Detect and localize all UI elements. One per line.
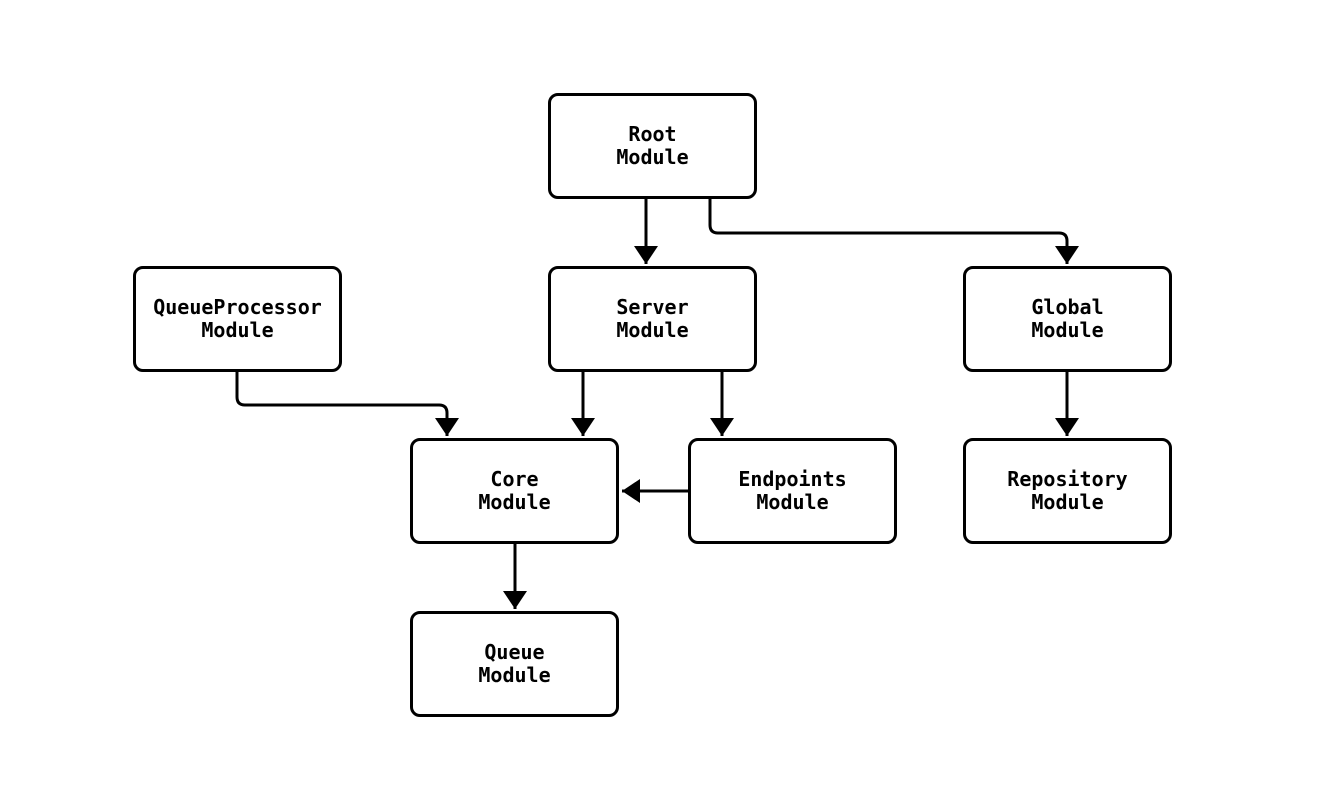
node-endpoints-module: Endpoints Module bbox=[688, 438, 897, 544]
node-global-module: Global Module bbox=[963, 266, 1172, 372]
node-root-module-label: Root Module bbox=[616, 122, 689, 169]
node-repository-module: Repository Module bbox=[963, 438, 1172, 544]
node-repository-module-label: Repository Module bbox=[1007, 467, 1128, 514]
node-queueprocessor-module-label: QueueProcessor Module bbox=[153, 295, 322, 342]
node-queue-module: Queue Module bbox=[410, 611, 619, 717]
node-endpoints-module-label: Endpoints Module bbox=[738, 467, 847, 514]
node-core-module-label: Core Module bbox=[478, 467, 551, 514]
node-server-module: Server Module bbox=[548, 266, 757, 372]
edge-root-to-global bbox=[708, 199, 1079, 264]
node-server-module-label: Server Module bbox=[616, 295, 689, 342]
node-queueprocessor-module: QueueProcessor Module bbox=[133, 266, 342, 372]
node-queue-module-label: Queue Module bbox=[478, 640, 551, 687]
edge-queueprocessor-to-core bbox=[235, 372, 459, 436]
node-global-module-label: Global Module bbox=[1031, 295, 1104, 342]
node-core-module: Core Module bbox=[410, 438, 619, 544]
node-root-module: Root Module bbox=[548, 93, 757, 199]
